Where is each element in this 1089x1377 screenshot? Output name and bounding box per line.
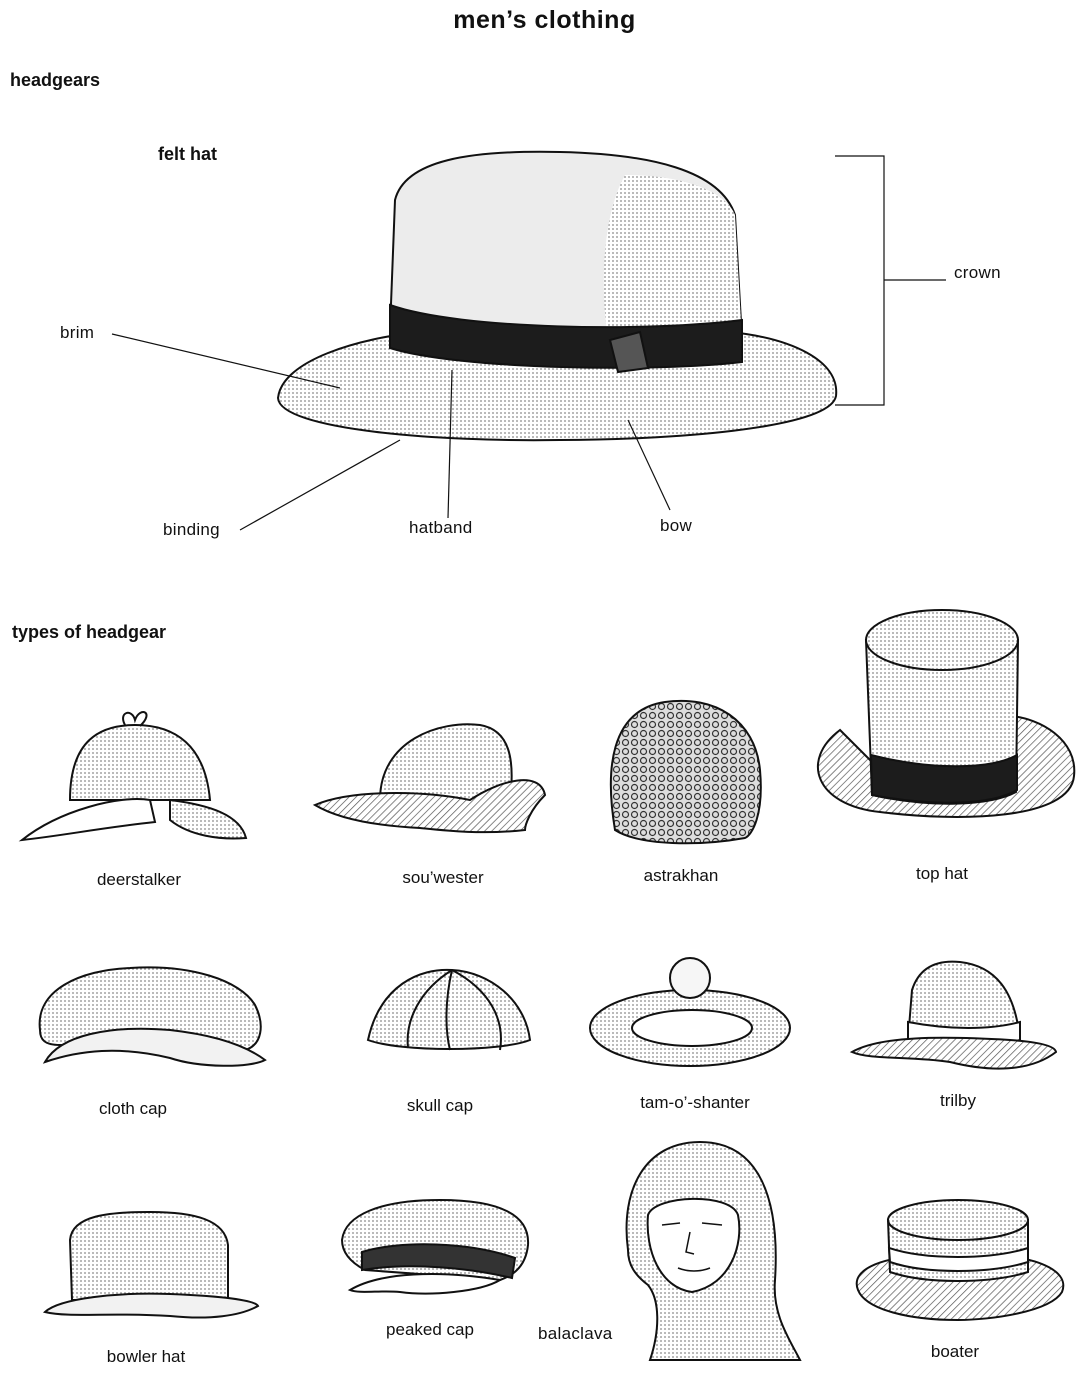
caption-deerstalker: deerstalker bbox=[96, 870, 182, 889]
peaked-cap-illustration bbox=[340, 1198, 530, 1295]
caption-cloth-cap: cloth cap bbox=[98, 1099, 168, 1118]
bowler-hat-illustration bbox=[42, 1210, 260, 1319]
balaclava-illustration bbox=[625, 1140, 802, 1361]
caption-souwester: sou’wester bbox=[402, 868, 484, 887]
top-hat-illustration bbox=[816, 609, 1076, 818]
astrakhan-illustration bbox=[609, 699, 762, 845]
felt-hat-crown-shade bbox=[603, 175, 742, 350]
section-headgears: headgears bbox=[10, 70, 101, 90]
page-title: men’s clothing bbox=[453, 6, 636, 34]
trilby-illustration bbox=[849, 960, 1058, 1070]
caption-top-hat: top hat bbox=[916, 864, 968, 883]
caption-astrakhan: astrakhan bbox=[643, 866, 719, 885]
section-types-of-headgear: types of headgear bbox=[12, 622, 167, 642]
felt-hat-hatband bbox=[389, 303, 743, 369]
caption-boater: boater bbox=[930, 1342, 980, 1361]
caption-skull-cap: skull cap bbox=[406, 1096, 474, 1115]
boater-illustration bbox=[855, 1199, 1065, 1322]
deerstalker-illustration bbox=[18, 711, 248, 842]
label-hatband: hatband bbox=[409, 518, 473, 537]
label-brim: brim bbox=[60, 323, 95, 342]
caption-balaclava: balaclava bbox=[538, 1324, 613, 1343]
felt-hat-title: felt hat bbox=[158, 144, 218, 164]
label-binding: binding bbox=[163, 520, 220, 539]
caption-trilby: trilby bbox=[940, 1091, 976, 1110]
label-bow: bow bbox=[660, 516, 693, 535]
skull-cap-illustration bbox=[366, 968, 532, 1051]
felt-hat-bow bbox=[608, 330, 650, 374]
caption-tam-o-shanter: tam-o’-shanter bbox=[640, 1093, 750, 1112]
label-crown: crown bbox=[954, 263, 1001, 282]
cloth-cap-illustration bbox=[38, 966, 267, 1067]
felt-hat-illustration bbox=[276, 150, 838, 442]
souwester-illustration bbox=[312, 723, 547, 834]
felt-hat-leader-lines bbox=[111, 155, 946, 531]
caption-peaked-cap: peaked cap bbox=[386, 1320, 474, 1339]
tam-o-shanter-illustration bbox=[589, 957, 791, 1067]
caption-bowler-hat: bowler hat bbox=[106, 1347, 186, 1366]
